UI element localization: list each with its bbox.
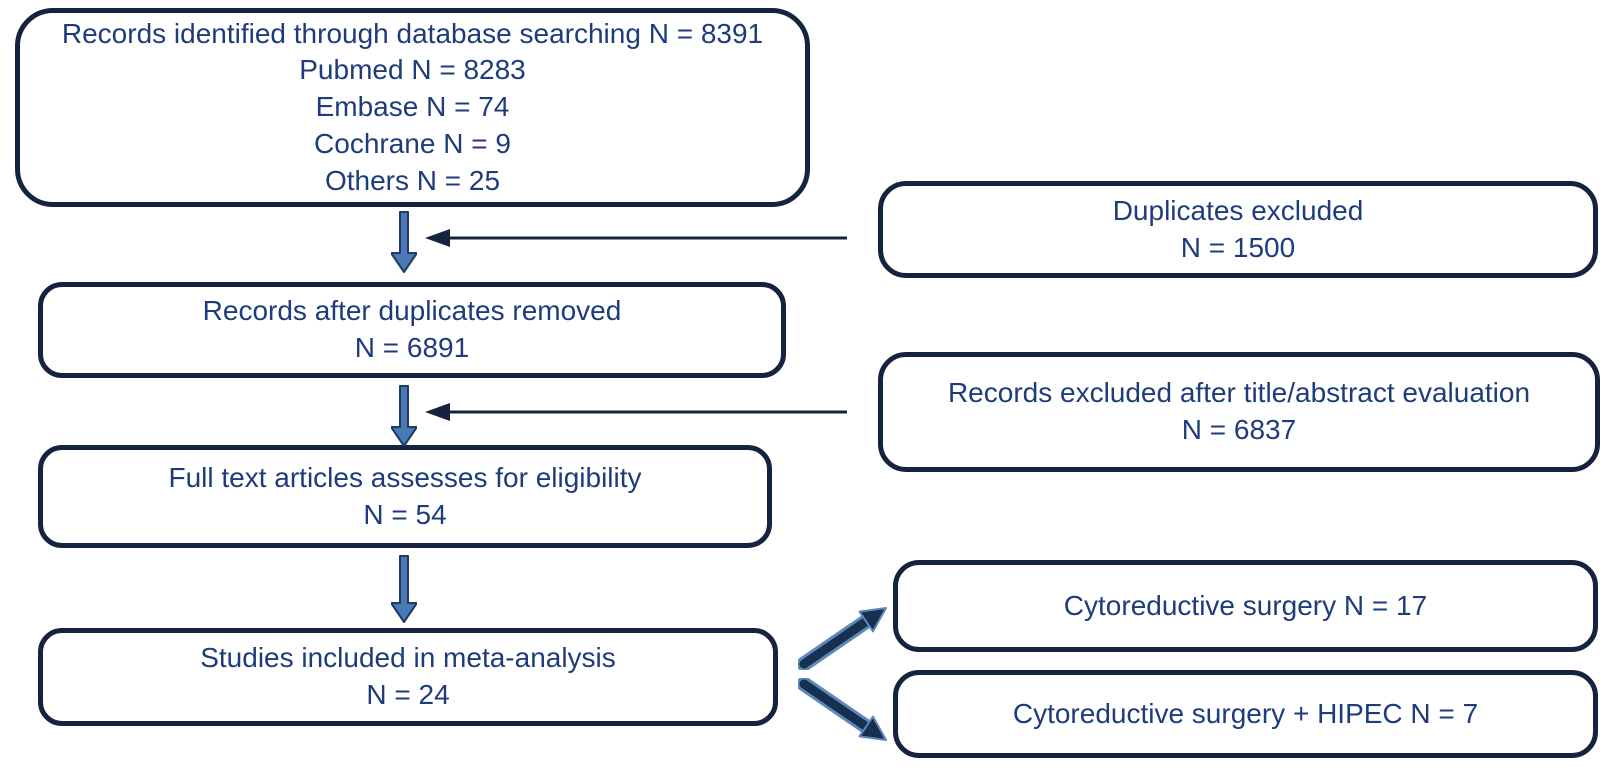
box-records-excluded-title-abstract: Records excluded after title/abstract ev… bbox=[878, 352, 1600, 472]
studies-included-count: N = 24 bbox=[366, 679, 450, 710]
arrow-deduped-to-fulltext-icon bbox=[391, 385, 417, 447]
arrow-title-abstract-excluded-connector-icon bbox=[425, 403, 847, 421]
box-duplicates-excluded: Duplicates excluded N = 1500 bbox=[878, 181, 1598, 278]
arrow-identified-to-deduped-icon bbox=[391, 211, 417, 273]
full-text-count: N = 54 bbox=[363, 498, 447, 530]
cytoreductive-surgery-hipec-label: Cytoreductive surgery + HIPEC N = 7 bbox=[1012, 697, 1479, 729]
box-cytoreductive-surgery-hipec: Cytoreductive surgery + HIPEC N = 7 bbox=[893, 670, 1598, 758]
box-cytoreductive-surgery: Cytoreductive surgery N = 17 bbox=[893, 560, 1598, 652]
duplicates-excluded-label: Duplicates excluded bbox=[1112, 194, 1364, 226]
studies-included-label: Studies included in meta-analysis bbox=[200, 642, 616, 674]
arrow-duplicates-excluded-connector-icon bbox=[425, 229, 847, 247]
after-duplicates-count: N = 6891 bbox=[354, 332, 470, 363]
arrow-fulltext-to-included-icon bbox=[391, 555, 417, 623]
full-text-label: Full text articles assesses for eligibil… bbox=[168, 461, 642, 493]
arrow-included-to-crs-hipec-icon bbox=[798, 678, 887, 741]
cytoreductive-surgery-label: Cytoreductive surgery N = 17 bbox=[1063, 589, 1428, 621]
records-identified-pubmed: Pubmed N = 8283 bbox=[299, 54, 526, 86]
records-identified-embase: Embase N = 74 bbox=[315, 91, 510, 123]
box-records-identified: Records identified through database sear… bbox=[15, 8, 810, 207]
title-abstract-excluded-count: N = 6837 bbox=[1181, 414, 1297, 445]
duplicates-excluded-count: N = 1500 bbox=[1180, 231, 1296, 263]
box-studies-included: Studies included in meta-analysis N = 24 bbox=[38, 628, 778, 726]
after-duplicates-label: Records after duplicates removed bbox=[202, 295, 622, 327]
box-records-after-duplicates-removed: Records after duplicates removed N = 689… bbox=[38, 282, 786, 378]
title-abstract-excluded-label: Records excluded after title/abstract ev… bbox=[947, 377, 1531, 409]
arrow-included-to-crs-icon bbox=[798, 607, 887, 670]
box-full-text-assessed: Full text articles assesses for eligibil… bbox=[38, 445, 772, 548]
records-identified-others: Others N = 25 bbox=[324, 164, 501, 196]
records-identified-cochrane: Cochrane N = 9 bbox=[314, 127, 511, 159]
records-identified-total: Records identified through database sear… bbox=[61, 17, 764, 49]
